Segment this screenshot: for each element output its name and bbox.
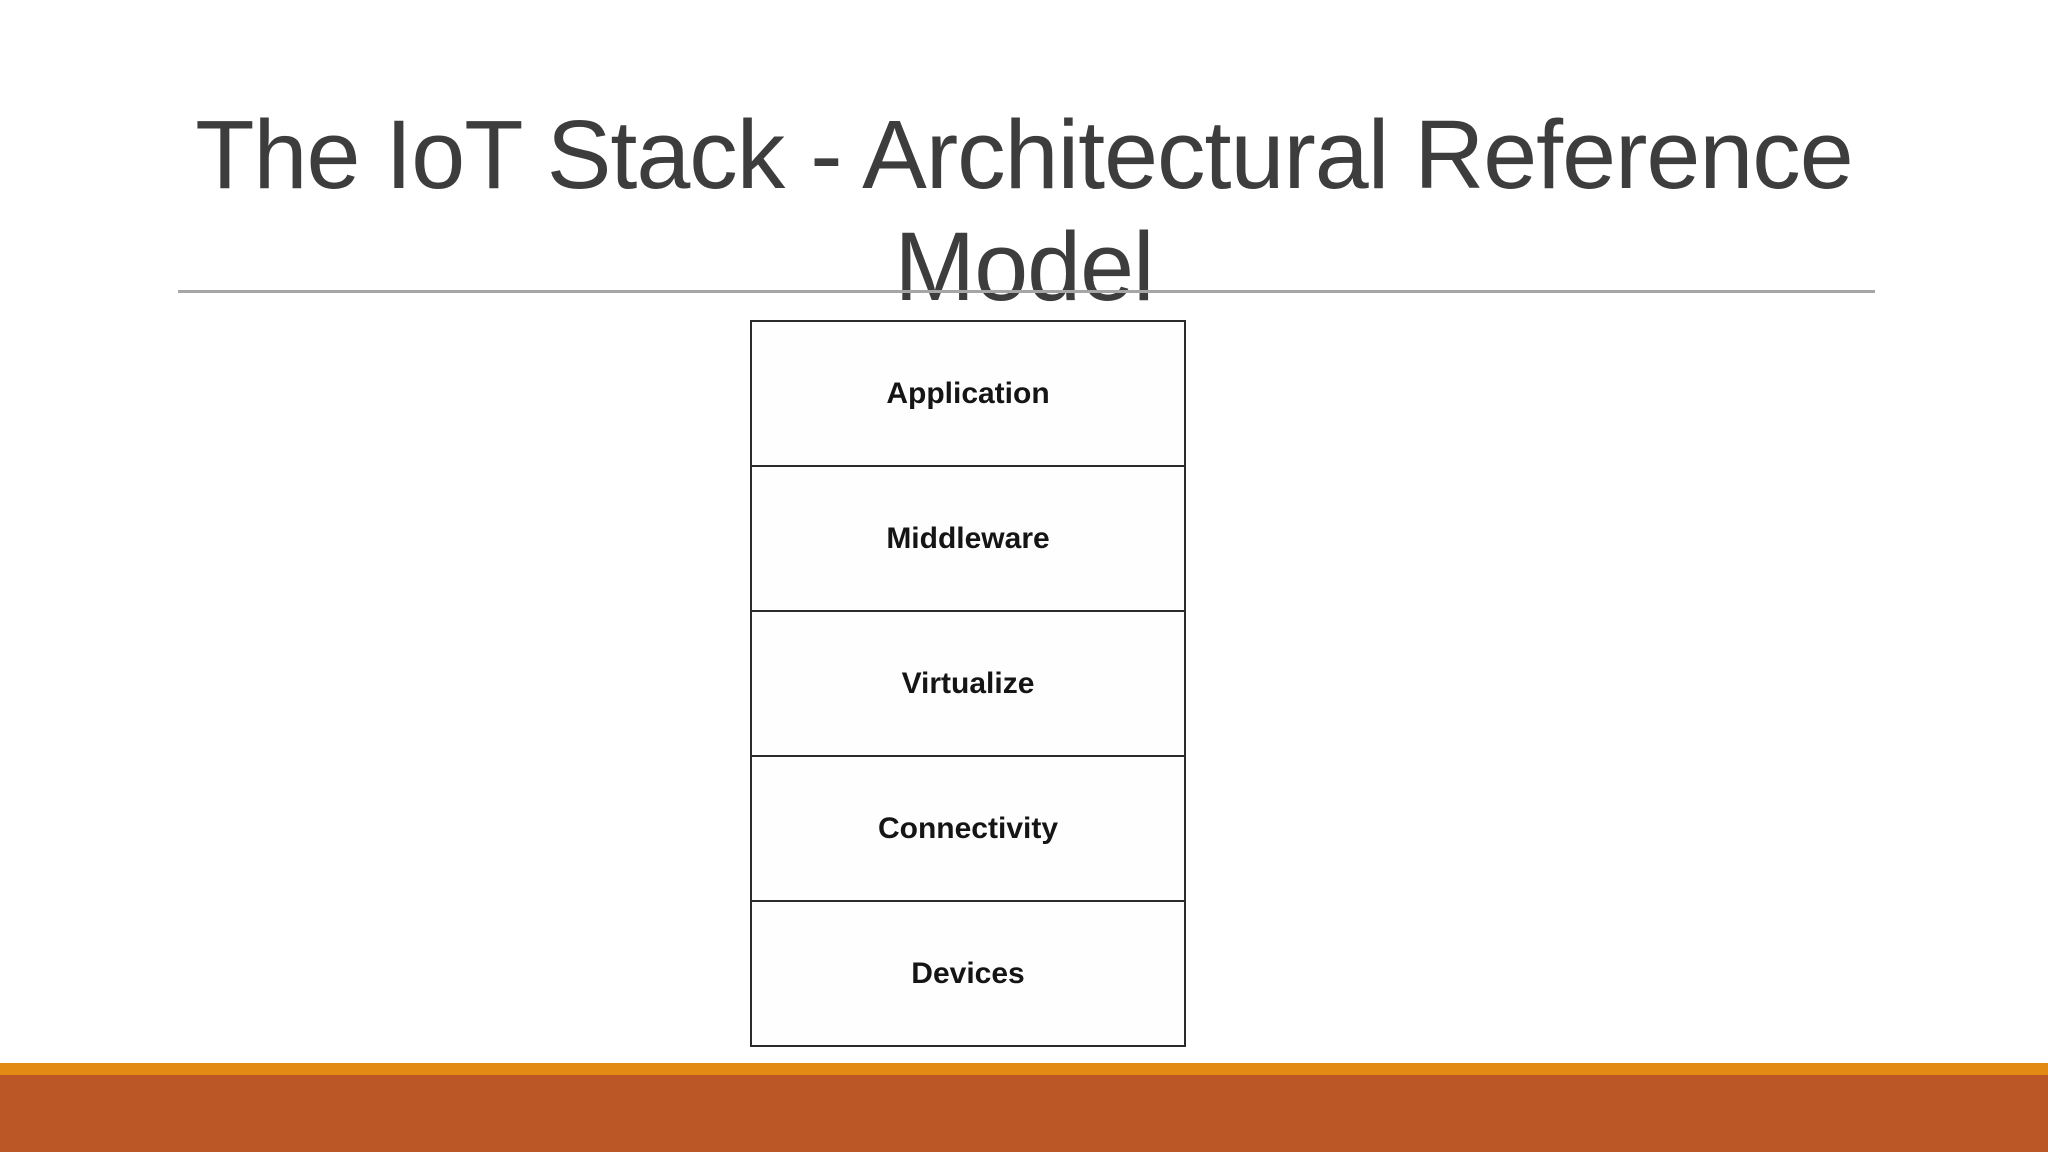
stack-layer-middleware: Middleware <box>752 465 1184 610</box>
footer-bar <box>0 1075 2048 1152</box>
stack-layer-virtualize-label: Virtualize <box>901 666 1035 700</box>
stack-layer-middleware-label: Middleware <box>886 521 1050 555</box>
stack-layer-devices-label: Devices <box>911 956 1025 990</box>
stack-layer-application-label: Application <box>886 376 1050 410</box>
slide-title: The IoT Stack - Architectural Reference … <box>0 99 2048 323</box>
stack-layer-connectivity: Connectivity <box>752 755 1184 900</box>
title-divider-line <box>178 290 1875 293</box>
stack-layer-application: Application <box>752 322 1184 465</box>
stack-layer-virtualize: Virtualize <box>752 610 1184 755</box>
stack-layer-connectivity-label: Connectivity <box>877 811 1059 845</box>
iot-stack-diagram: Application Middleware Virtualize Connec… <box>750 320 1186 1047</box>
slide-title-line-2: Model <box>894 211 1154 321</box>
stack-layer-devices: Devices <box>752 900 1184 1045</box>
slide-title-line-1: The IoT Stack - Architectural Reference <box>195 99 1853 209</box>
footer-accent-stripe <box>0 1063 2048 1075</box>
